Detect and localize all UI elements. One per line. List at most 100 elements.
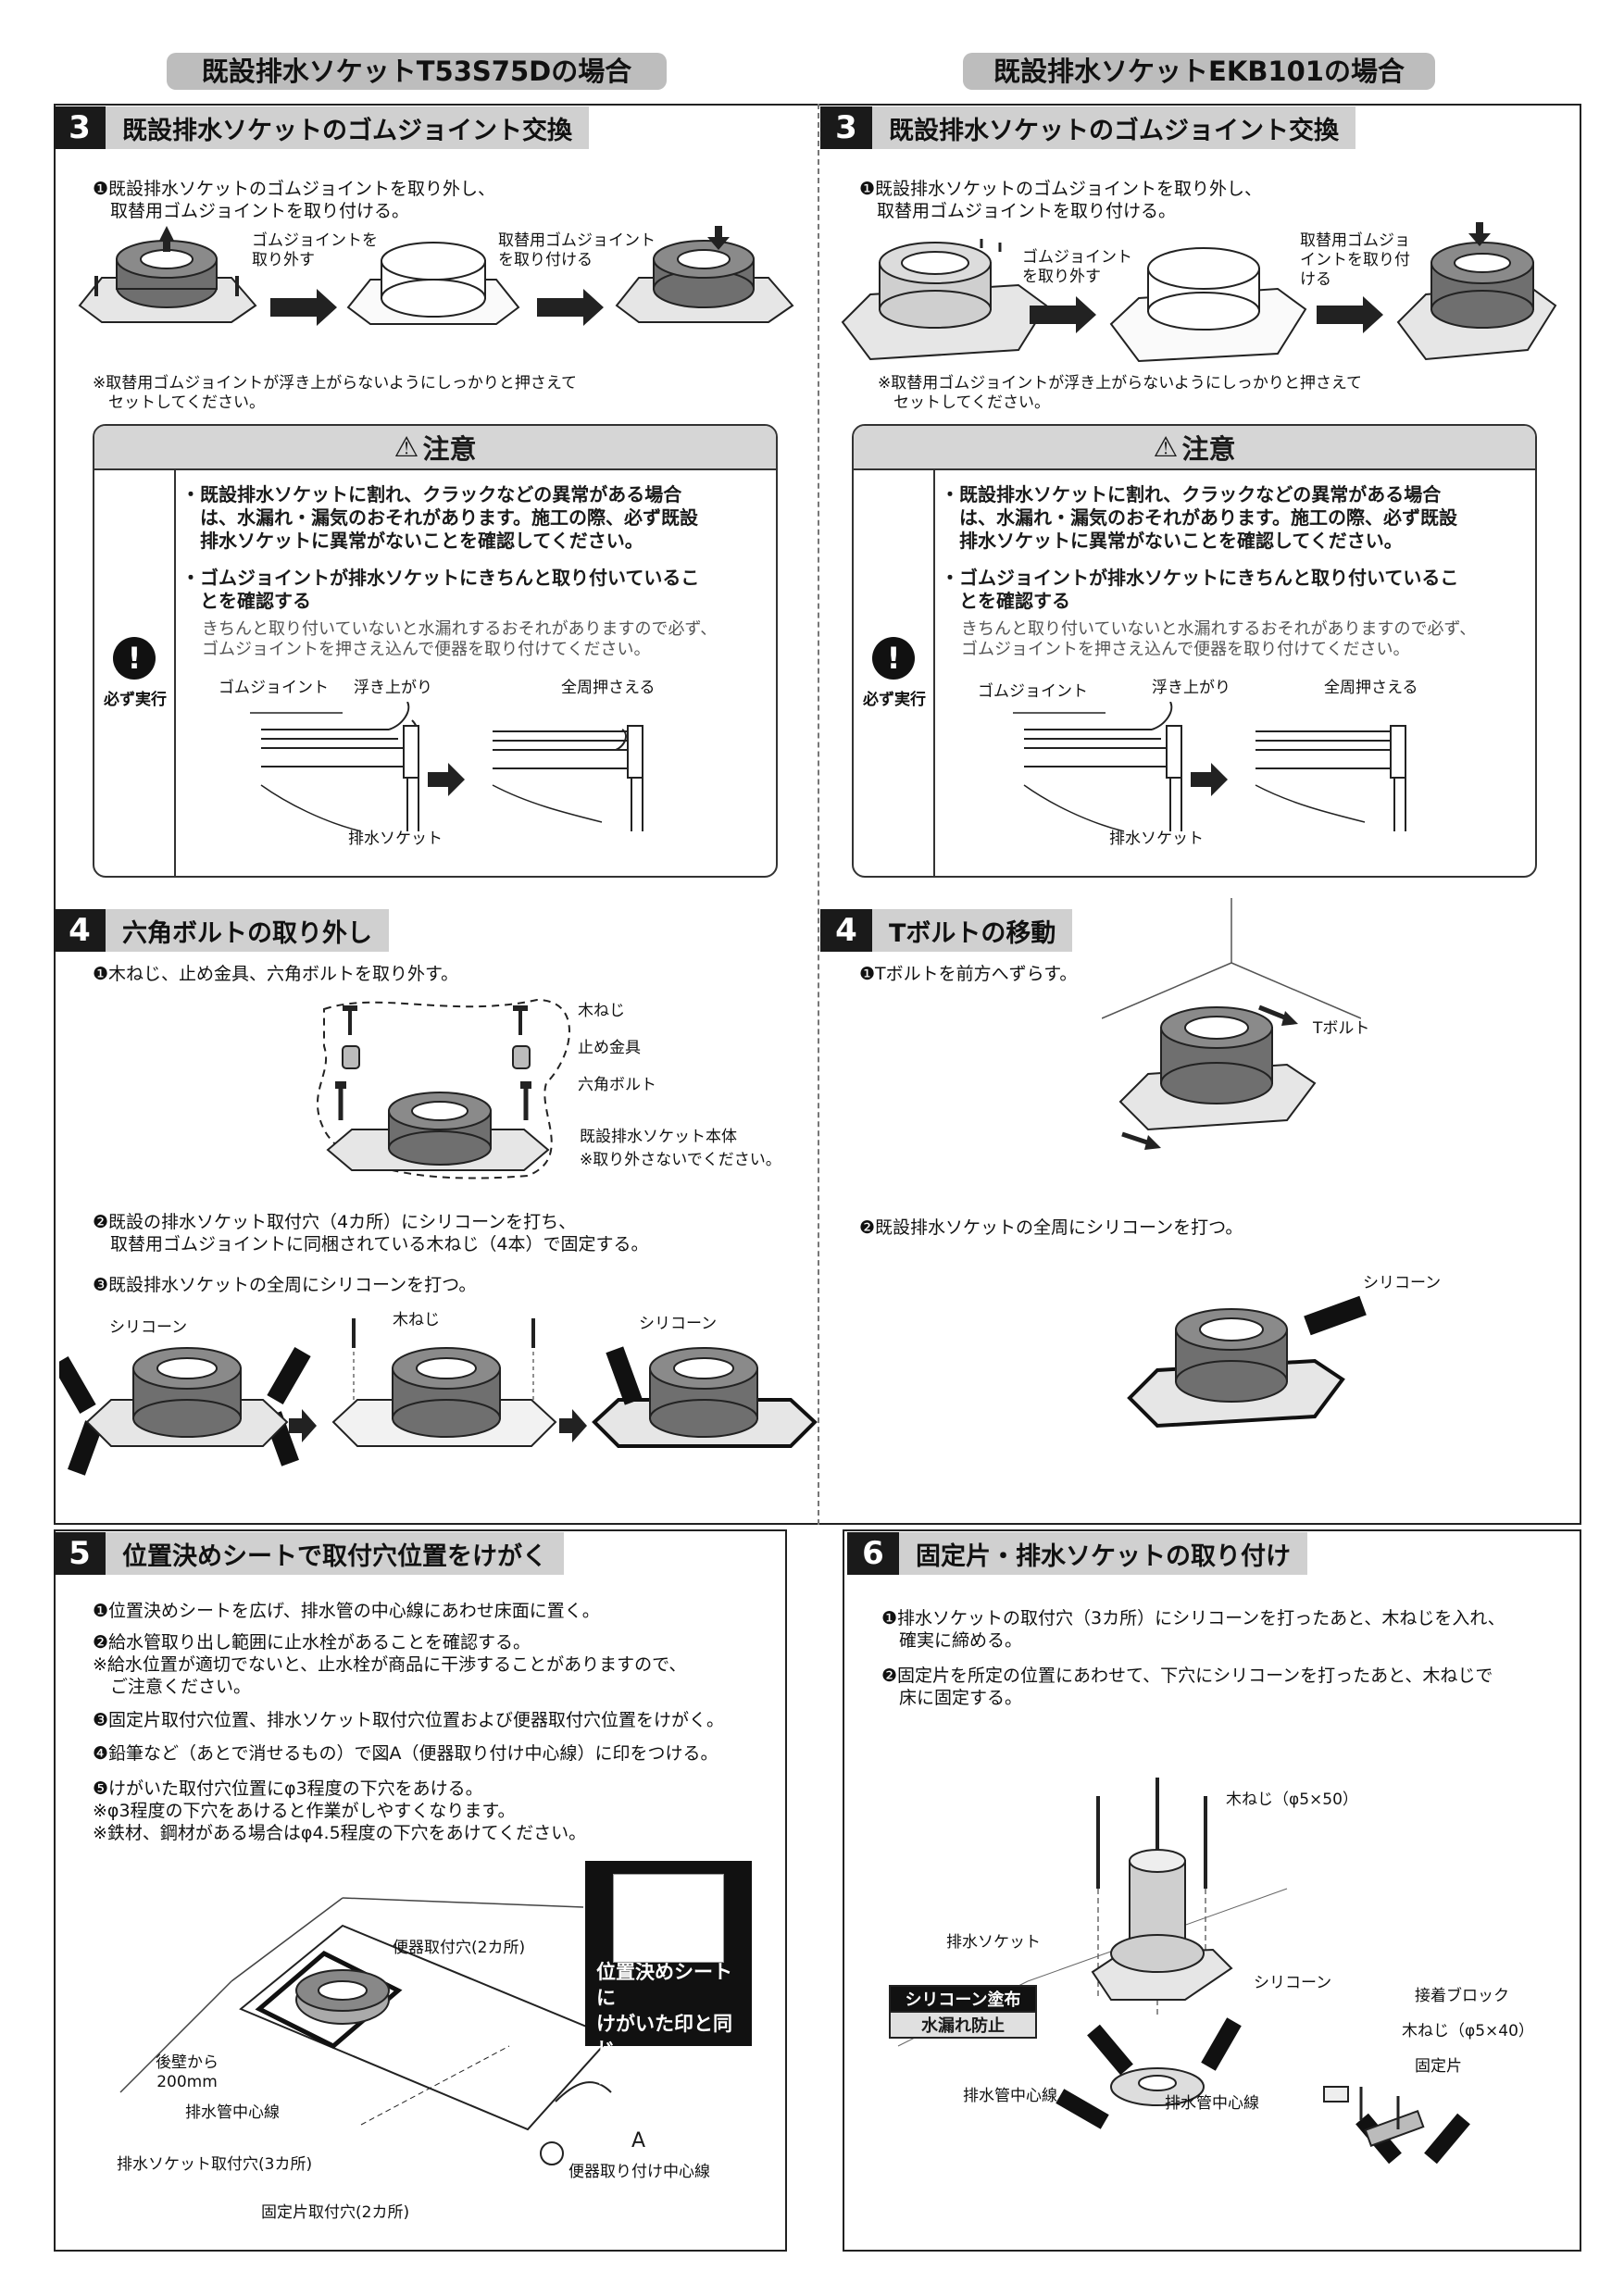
header-left: 既設排水ソケットT53S75Dの場合	[167, 53, 667, 90]
right4-instruction2: ❷既設排水ソケットの全周にシリコーンを打つ。	[859, 1217, 1243, 1238]
s5-label-toilet-holes: 便器取付穴(2カ所)	[393, 1939, 526, 1957]
socket-2	[331, 1318, 557, 1447]
left4-label-silicone2: シリコーン	[639, 1315, 718, 1333]
left3-section-diagram	[250, 702, 643, 832]
right3-replace-illustration	[841, 222, 1557, 363]
silicone-tube-icon	[59, 1356, 96, 1414]
caution-header: ⚠注意	[854, 426, 1535, 470]
silicone-tube-icon	[1056, 2089, 1109, 2129]
s6-label-block: 接着ブロック	[1415, 1987, 1509, 2005]
left3-caution-bullet1: ・既設排水ソケットに割れ、クラックなどの異常がある場合 は、水漏れ・漏気のおそれ…	[181, 483, 698, 552]
left3-instruction: ❶既設排水ソケットのゴムジョイントを取り外し、 取替用ゴムジョイントを取り付ける…	[93, 179, 496, 221]
left4-label-screw: 木ねじ	[578, 1002, 625, 1020]
left3-replace-illustration	[78, 226, 794, 326]
s5-sheet-illustration	[119, 1897, 613, 2165]
right-arrow-icon	[559, 1409, 587, 1442]
s6-label-screw50: 木ねじ（φ5×50）	[1226, 1791, 1358, 1809]
left3-remove-label: ゴムジョイントを 取り外す	[252, 231, 378, 269]
left4-exploded-illustration	[316, 998, 570, 1179]
right4-silicone-illustration	[1127, 1295, 1367, 1429]
s5-item2: ❷給水管取り出し範囲に止水栓があることを確認する。 ※給水位置が適切でないと、止…	[93, 1632, 687, 1697]
right-arrow-icon	[1030, 296, 1096, 333]
right3-section-diagram	[1013, 702, 1406, 832]
right-step3-heading: 3 既設排水ソケットのゴムジョイント交換	[820, 106, 1355, 149]
center-divider	[818, 104, 819, 1525]
right3-diagram-socket: 排水ソケット	[1109, 830, 1204, 848]
s5-callout-inset	[613, 1874, 724, 1963]
right3-remove-label: ゴムジョイント を取り外す	[1022, 248, 1132, 286]
step5-heading: 5 位置決めシートで取付穴位置をけがく	[54, 1532, 564, 1575]
silicone-tube-icon	[1087, 2024, 1133, 2076]
silicone-tube-icon	[1304, 1295, 1367, 1336]
s5-label-fix-holes: 固定片取付穴(2カ所)	[261, 2203, 410, 2222]
clip-icon	[342, 1045, 360, 1069]
s6-item2: ❷固定片を所定の位置にあわせて、下穴にシリコーンを打ったあと、木ねじで 床に固定…	[881, 1666, 1493, 1708]
left3-caution-sub: きちんと取り付いていないと水漏れするおそれがありますので必ず、 ゴムジョイントを…	[202, 619, 718, 659]
adhesive-block	[1323, 2086, 1349, 2103]
silicone-tube-icon	[1201, 2017, 1242, 2071]
down-arrow-icon	[1468, 222, 1491, 246]
step-number: 6	[847, 1532, 899, 1575]
s6-label-silicone: シリコーン	[1254, 1974, 1332, 1992]
section6-frame	[843, 1529, 1581, 2252]
socket-1	[85, 1347, 289, 1447]
fixing-piece	[1364, 2110, 1425, 2147]
silicone-tube-icon	[606, 1346, 643, 1405]
right-arrow-icon	[1191, 763, 1228, 796]
socket-3	[592, 1346, 818, 1448]
s6-warning-boxes: シリコーン塗布 水漏れ防止	[889, 1985, 1037, 2039]
clip-icon	[512, 1045, 531, 1069]
ekb-socket-body	[1118, 1006, 1317, 1131]
s6-box-prevent: 水漏れ防止	[889, 2013, 1037, 2039]
s5-item4: ❹鉛筆など（あとで消せるもの）で図A（便器取り付け中心線）に印をつける。	[93, 1743, 718, 1764]
socket-with-gasket-2	[615, 240, 794, 323]
right-arrow-icon	[270, 289, 337, 326]
step-number: 5	[54, 1532, 106, 1575]
step-title: 既設排水ソケットのゴムジョイント交換	[872, 106, 1355, 149]
right4-tbolt-illustration	[1102, 898, 1361, 1150]
left4-label-bolt: 六角ボルト	[578, 1076, 656, 1094]
step-title: 位置決めシートで取付穴位置をけがく	[106, 1532, 564, 1575]
left3-diagram-press: 全周押さえる	[561, 679, 656, 697]
right4-instruction1: ❶Tボルトを前方へずらす。	[859, 964, 1078, 984]
up-arrow-icon	[159, 226, 174, 252]
left4-label-body: 既設排水ソケット本体	[580, 1128, 737, 1146]
screw-icon	[343, 1005, 357, 1035]
ekb-socket-empty	[1109, 247, 1307, 363]
s6-item1: ❶排水ソケットの取付穴（3カ所）にシリコーンを打ったあと、木ねじを入れ、 確実に…	[881, 1608, 1505, 1651]
right3-diagram-press: 全周押さえる	[1324, 679, 1418, 697]
right3-note: ※取替用ゴムジョイントが浮き上がらないようにしっかりと押さえて セットしてくださ…	[878, 374, 1363, 412]
step-title: Tボルトの移動	[872, 909, 1073, 952]
s6-install-illustration	[897, 1778, 1470, 2165]
right-step4-heading: 4 Tボルトの移動	[820, 909, 1073, 952]
right3-must-icon: !	[872, 637, 915, 680]
step-number: 3	[54, 106, 106, 149]
right-arrow-icon	[289, 1409, 317, 1442]
bolt-icon	[520, 1081, 531, 1120]
caution-title: 注意	[1181, 433, 1236, 465]
left3-diagram-gum: ゴムジョイント	[219, 679, 329, 697]
step-title: 既設排水ソケットのゴムジョイント交換	[106, 106, 589, 149]
socket-with-gasket-1	[78, 240, 257, 323]
step-number: 4	[54, 909, 106, 952]
s5-label-a: A	[631, 2129, 646, 2152]
caution-header: ⚠注意	[94, 426, 776, 470]
s5-item3: ❸固定片取付穴位置、排水ソケット取付穴位置および便器取付穴位置をけがく。	[93, 1710, 725, 1730]
step-number: 3	[820, 106, 872, 149]
s5-label-socket-holes: 排水ソケット取付穴(3カ所)	[117, 2155, 313, 2174]
s6-label-socket: 排水ソケット	[946, 1933, 1041, 1952]
silicone-tube-icon	[1424, 2113, 1470, 2165]
left3-must-label: 必ず実行	[104, 691, 167, 709]
silicone-tube-icon	[68, 1420, 103, 1476]
move-arrow-icon	[1121, 1131, 1151, 1146]
step-title: 固定片・排水ソケットの取り付け	[899, 1532, 1307, 1575]
right-arrow-icon	[428, 763, 465, 796]
right-arrow-icon	[1317, 296, 1383, 333]
left3-must-icon: !	[113, 637, 156, 680]
left-step3-heading: 3 既設排水ソケットのゴムジョイント交換	[54, 106, 589, 149]
s6-box-apply: シリコーン塗布	[889, 1985, 1037, 2013]
drain-socket	[1091, 1849, 1233, 2001]
left4-label-silicone: シリコーン	[109, 1318, 188, 1337]
s5-label-pipe-center: 排水管中心線	[185, 2103, 280, 2122]
left4-label-screw2: 木ねじ	[393, 1311, 440, 1329]
